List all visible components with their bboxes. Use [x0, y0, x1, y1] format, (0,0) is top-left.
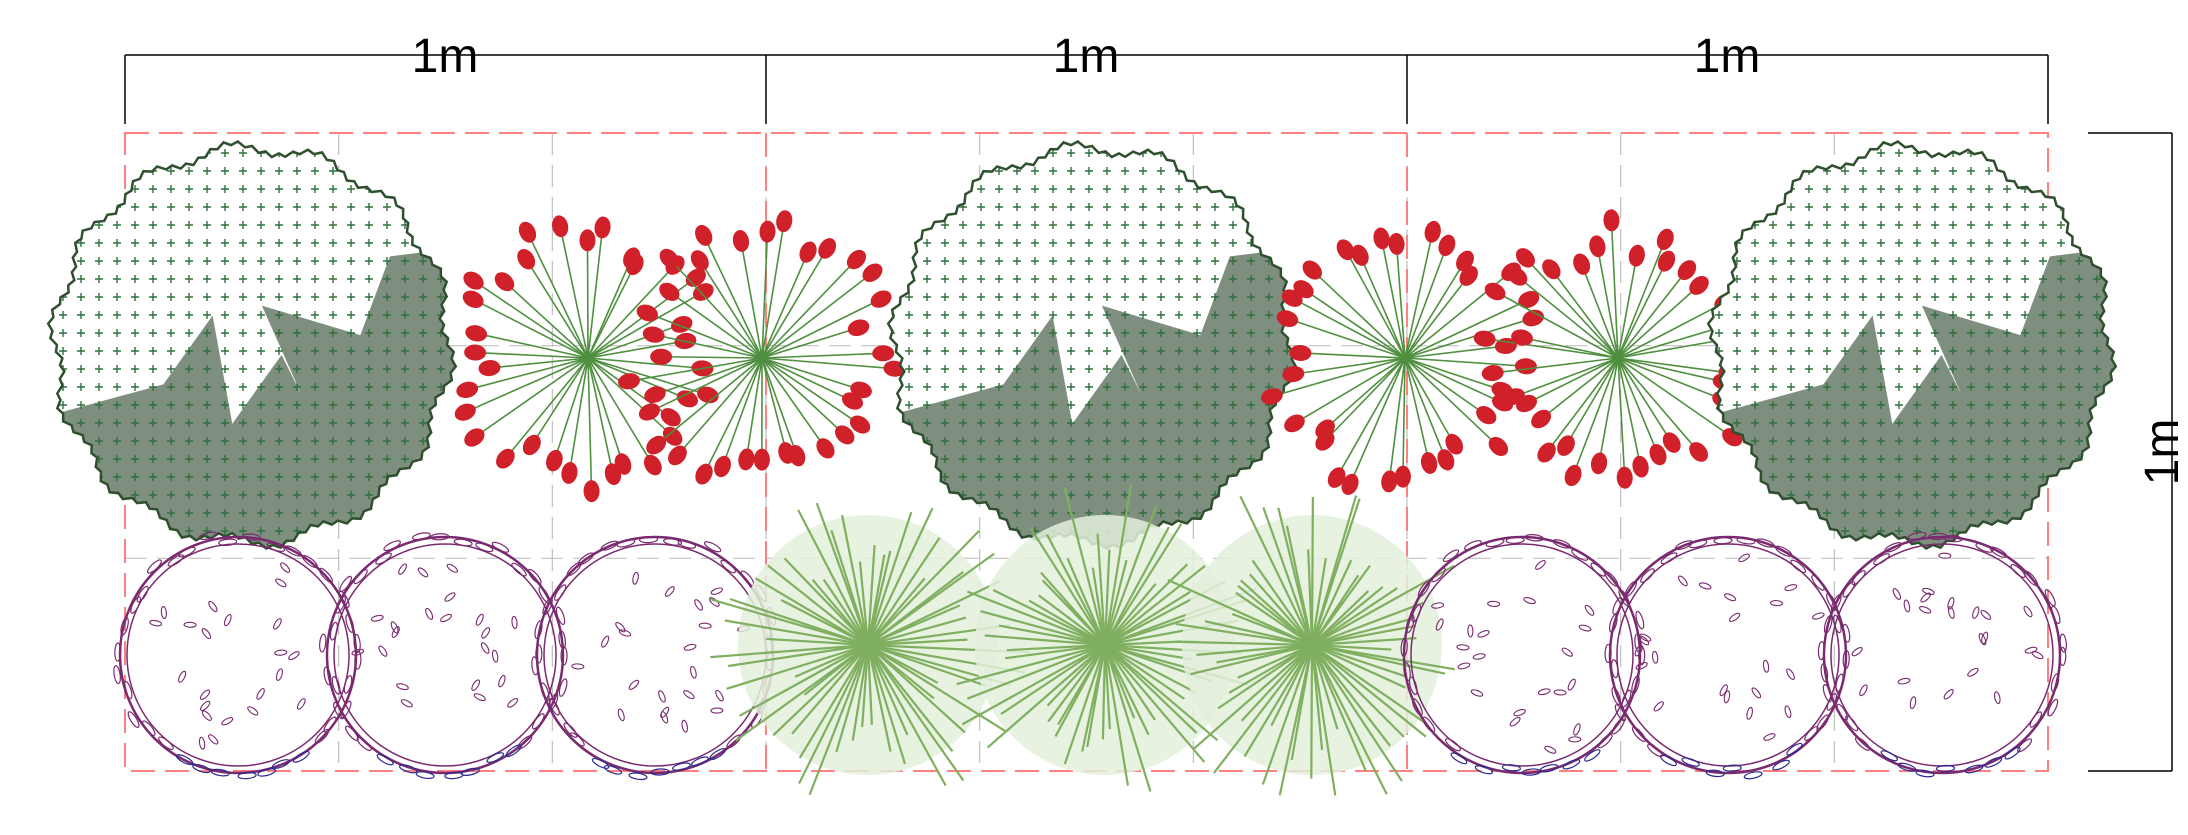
dimension-label: 1m [1053, 30, 1120, 83]
allium-icon [1473, 209, 1761, 489]
ornamental-grass-icon [1167, 495, 1456, 796]
ring-perennial-icon [113, 531, 362, 780]
round-shrub-icon [886, 140, 1298, 550]
allium-icon [1261, 220, 1544, 495]
top-dimension: 1m 1m 1m [124, 30, 2049, 124]
ring-perennial-icon [1604, 535, 1851, 780]
plant-row-1 [46, 140, 2118, 550]
allium-icon [454, 215, 719, 503]
dimension-label: 1m [1694, 30, 1761, 83]
dimension-label: 1m [412, 30, 479, 83]
plant-row-2 [113, 484, 2067, 796]
round-shrub-icon [46, 140, 458, 550]
round-shrub-icon [1706, 140, 2118, 550]
ring-perennial-icon [319, 532, 568, 780]
allium-icon [618, 210, 906, 485]
right-dimension: 1m [2088, 132, 2188, 772]
ring-perennial-icon [1400, 534, 1646, 776]
ring-perennial-icon [1817, 531, 2067, 778]
dimension-label: 1m [2136, 419, 2188, 486]
